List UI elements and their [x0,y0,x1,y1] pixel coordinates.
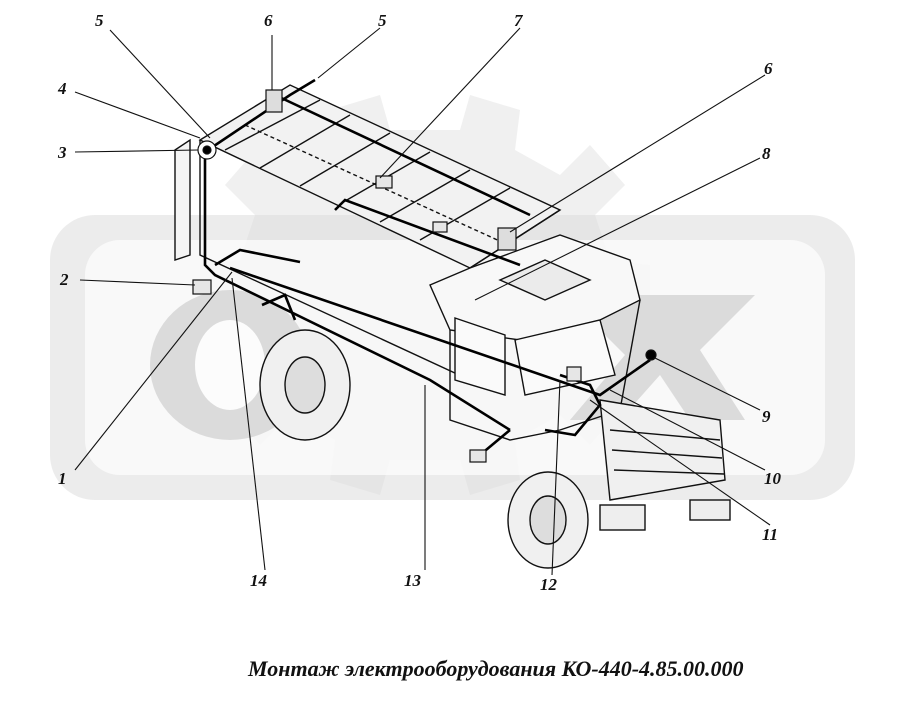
diagram-caption: Монтаж электрооборудования КО-440-4.85.0… [248,656,744,681]
leader-5a [109,29,211,139]
components [192,89,657,463]
leader-9 [654,357,761,411]
callout-10: 10 [764,469,781,488]
wiring-harness [203,78,651,456]
leader-14 [231,277,266,571]
callout-5-right: 5 [378,11,387,30]
truck-wheels [259,329,589,569]
leader-lines [74,27,771,576]
callout-3: 3 [58,143,67,162]
callout-2: 2 [60,270,69,289]
leader-4 [74,91,201,139]
leader-1 [74,271,233,471]
callout-9: 9 [762,407,771,426]
leader-7 [379,27,521,179]
leader-2 [79,279,196,286]
callout-5-left: 5 [95,11,104,30]
callout-12: 12 [540,575,557,594]
leader-5b [317,27,381,79]
leader-11 [589,399,771,526]
callout-1: 1 [58,469,67,488]
leader-3 [74,149,199,153]
leader-8 [474,157,761,301]
leader-12 [551,379,561,576]
leader-10 [609,389,766,471]
leader-6b [509,74,766,233]
callout-4: 4 [58,79,67,98]
callout-6-right: 6 [764,59,773,78]
callout-14: 14 [250,571,267,590]
callout-6-left: 6 [264,11,273,30]
callout-7: 7 [514,11,523,30]
truck-cab [429,234,731,531]
callout-11: 11 [762,525,779,544]
callout-13: 13 [404,571,421,590]
callout-8: 8 [762,144,771,163]
